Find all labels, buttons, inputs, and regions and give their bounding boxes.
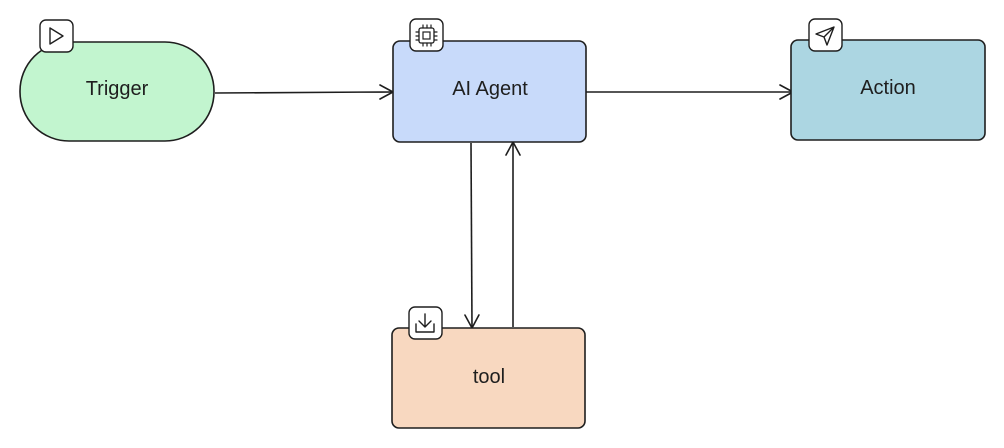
node-action[interactable]: Action [790, 18, 986, 141]
edge-trigger-to-agent [214, 84, 394, 100]
trigger-label: Trigger [86, 78, 149, 100]
action-label: Action [860, 77, 916, 99]
chip-icon [409, 18, 444, 52]
edge-agent-to-tool [464, 142, 480, 329]
ai-agent-shape [392, 40, 587, 143]
tool-shape [391, 327, 586, 429]
download-icon [408, 306, 443, 340]
edges [214, 84, 794, 329]
action-shape [790, 39, 986, 141]
node-ai-agent[interactable]: AI Agent [392, 18, 587, 143]
tool-label: tool [473, 366, 505, 388]
trigger-shape [19, 41, 215, 142]
ai-agent-label: AI Agent [452, 78, 528, 100]
node-trigger[interactable]: Trigger [19, 19, 215, 142]
send-icon [808, 18, 843, 52]
node-tool[interactable]: tool [391, 306, 586, 429]
play-icon [39, 19, 74, 53]
